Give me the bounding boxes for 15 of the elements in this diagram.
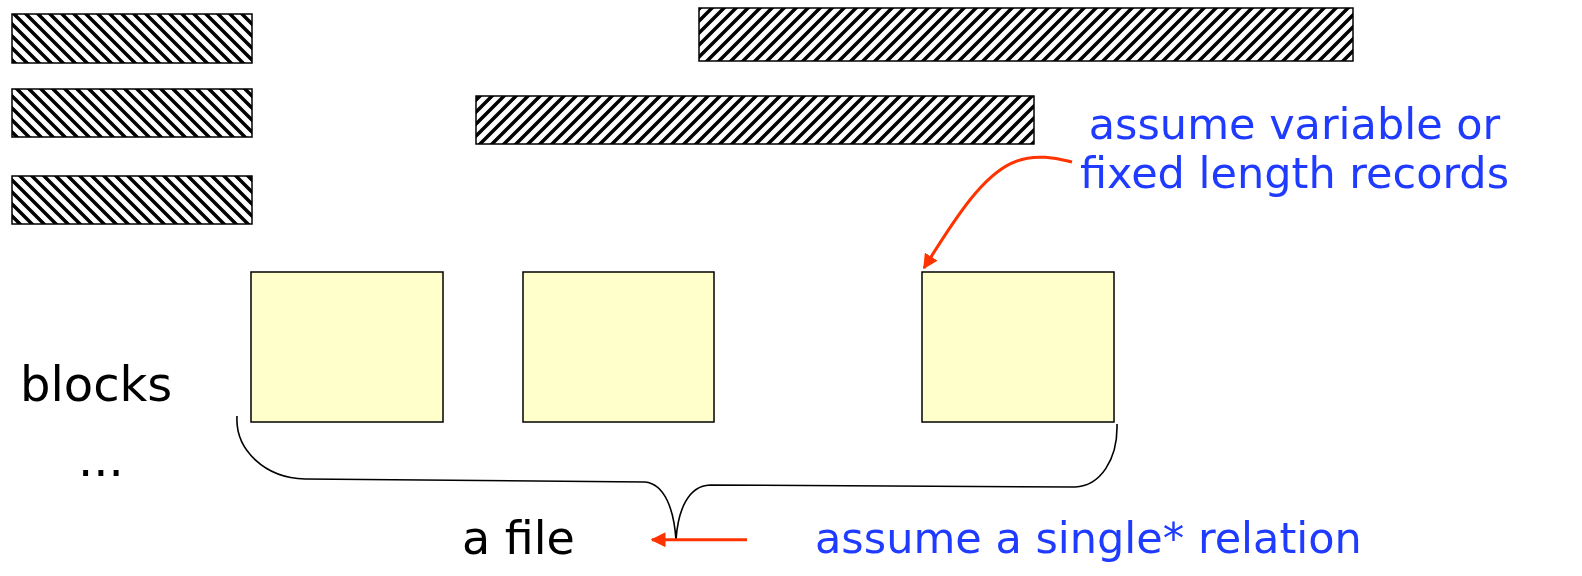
hatched-bar [11, 88, 253, 138]
arrow [922, 155, 1073, 270]
label-text: ... [78, 432, 124, 488]
block-box [921, 271, 1115, 423]
note-text: assume variable or fixed length records [1078, 100, 1511, 199]
label-text: blocks [20, 357, 173, 413]
block-box [522, 271, 715, 423]
arrow [650, 532, 747, 548]
note-text: a file [462, 512, 576, 565]
hatched-bar [698, 7, 1354, 62]
hatched-bar [11, 13, 253, 64]
note-text: assume a single* relation [815, 514, 1363, 564]
hatched-bar [11, 175, 253, 225]
block-box [250, 271, 444, 423]
hatched-bar [475, 95, 1035, 145]
